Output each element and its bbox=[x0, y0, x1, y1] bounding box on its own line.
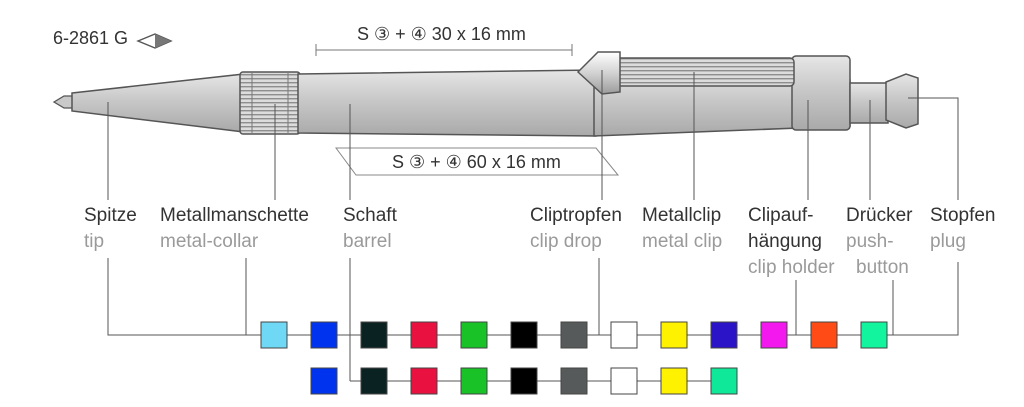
row1-swatch-11[interactable] bbox=[760, 321, 788, 349]
row2-swatch-1[interactable] bbox=[310, 367, 338, 395]
barrel-dimension-shape bbox=[335, 147, 620, 176]
label-collar-en: metal-collar bbox=[160, 231, 259, 252]
row1-swatch-9[interactable] bbox=[660, 321, 688, 349]
metal-clip bbox=[613, 57, 795, 87]
push-button-body bbox=[849, 82, 889, 124]
barrel-print-area: S ③ + ④ 60 x 16 mm bbox=[392, 152, 561, 172]
row2-swatch-9[interactable] bbox=[710, 367, 738, 395]
label-clipholder-de2: hängung bbox=[748, 231, 822, 252]
label-pushbutton-de: Drücker bbox=[846, 205, 913, 226]
refill-tip bbox=[52, 95, 75, 109]
row1-swatch-13[interactable] bbox=[860, 321, 888, 349]
row1-swatch-1[interactable] bbox=[260, 321, 288, 349]
tip-cone bbox=[71, 73, 245, 133]
label-barrel-en: barrel bbox=[343, 231, 392, 252]
metal-collar bbox=[239, 71, 301, 135]
label-plug-de: Stopfen bbox=[930, 205, 996, 226]
pen bbox=[52, 51, 919, 137]
label-tip-de: Spitze bbox=[84, 205, 137, 226]
label-pushbutton-en: push- bbox=[846, 231, 894, 252]
row2-swatch-4[interactable] bbox=[460, 367, 488, 395]
product-code-row: 6-2861 G bbox=[53, 28, 128, 49]
clip-print-area: S ③ + ④ 30 x 16 mm bbox=[357, 24, 526, 44]
color-swatches bbox=[260, 321, 888, 395]
label-clipdrop-en: clip drop bbox=[530, 231, 602, 252]
row1-swatch-10[interactable] bbox=[710, 321, 738, 349]
clip-holder bbox=[791, 55, 851, 131]
row2-swatch-2[interactable] bbox=[360, 367, 388, 395]
clip-drop bbox=[576, 51, 621, 95]
label-clipholder-de: Clipauf- bbox=[748, 205, 814, 226]
label-metalclip-en: metal clip bbox=[642, 231, 723, 252]
row1-swatch-2[interactable] bbox=[310, 321, 338, 349]
row1-swatch-4[interactable] bbox=[410, 321, 438, 349]
print-position-icon bbox=[136, 33, 173, 49]
row2-swatch-6[interactable] bbox=[560, 367, 588, 395]
label-barrel-de: Schaft bbox=[343, 205, 397, 226]
row2-swatch-5[interactable] bbox=[510, 367, 538, 395]
label-metalclip-de: Metallclip bbox=[642, 205, 722, 226]
row1-swatch-8[interactable] bbox=[610, 321, 638, 349]
label-collar-de: Metallmanschette bbox=[160, 205, 309, 226]
plug bbox=[885, 73, 919, 129]
row1-swatch-3[interactable] bbox=[360, 321, 388, 349]
barrel bbox=[297, 69, 597, 137]
row2-swatch-3[interactable] bbox=[410, 367, 438, 395]
label-clipholder-en: clip holder bbox=[748, 257, 835, 278]
row1-swatch-7[interactable] bbox=[560, 321, 588, 349]
label-tip-en: tip bbox=[84, 231, 105, 252]
clip-dimension-line bbox=[315, 44, 573, 56]
row1-swatch-12[interactable] bbox=[810, 321, 838, 349]
label-plug-en: plug bbox=[930, 231, 966, 252]
row2-swatch-7[interactable] bbox=[610, 367, 638, 395]
product-code: 6-2861 G bbox=[53, 28, 129, 48]
label-pushbutton-en2: button bbox=[856, 257, 909, 278]
label-clipdrop-de: Cliptropfen bbox=[530, 205, 622, 226]
row1-swatch-5[interactable] bbox=[460, 321, 488, 349]
row2-swatch-8[interactable] bbox=[660, 367, 688, 395]
row1-swatch-6[interactable] bbox=[510, 321, 538, 349]
